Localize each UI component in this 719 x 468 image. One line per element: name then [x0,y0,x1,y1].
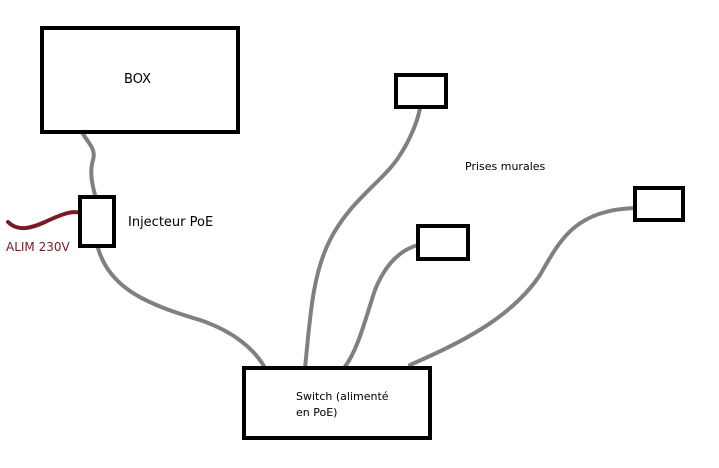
poe-switch [242,366,432,440]
power-cable-230v [6,210,82,230]
power-supply-label: ALIM 230V [6,240,70,254]
cable-switch-to-outlet-middle [342,243,420,370]
poe-injector-label: Injecteur PoE [128,215,214,230]
wall-outlet-right [633,186,685,222]
poe-injector [78,195,116,248]
wall-outlet-top [394,73,448,109]
wall-outlet-middle [416,224,470,261]
cable-switch-to-outlet-right [408,206,637,367]
poe-switch-label-line2: en PoE) [296,406,338,419]
wall-outlets-label: Prises murales [465,160,546,173]
cable-switch-to-outlet-top [303,106,422,370]
cable-box-to-injector [81,132,97,197]
internet-box [40,26,240,134]
poe-switch-label-line1: Switch (alimenté [296,390,389,403]
cable-injector-to-switch [96,246,267,370]
internet-box-label: BOX [124,72,151,87]
